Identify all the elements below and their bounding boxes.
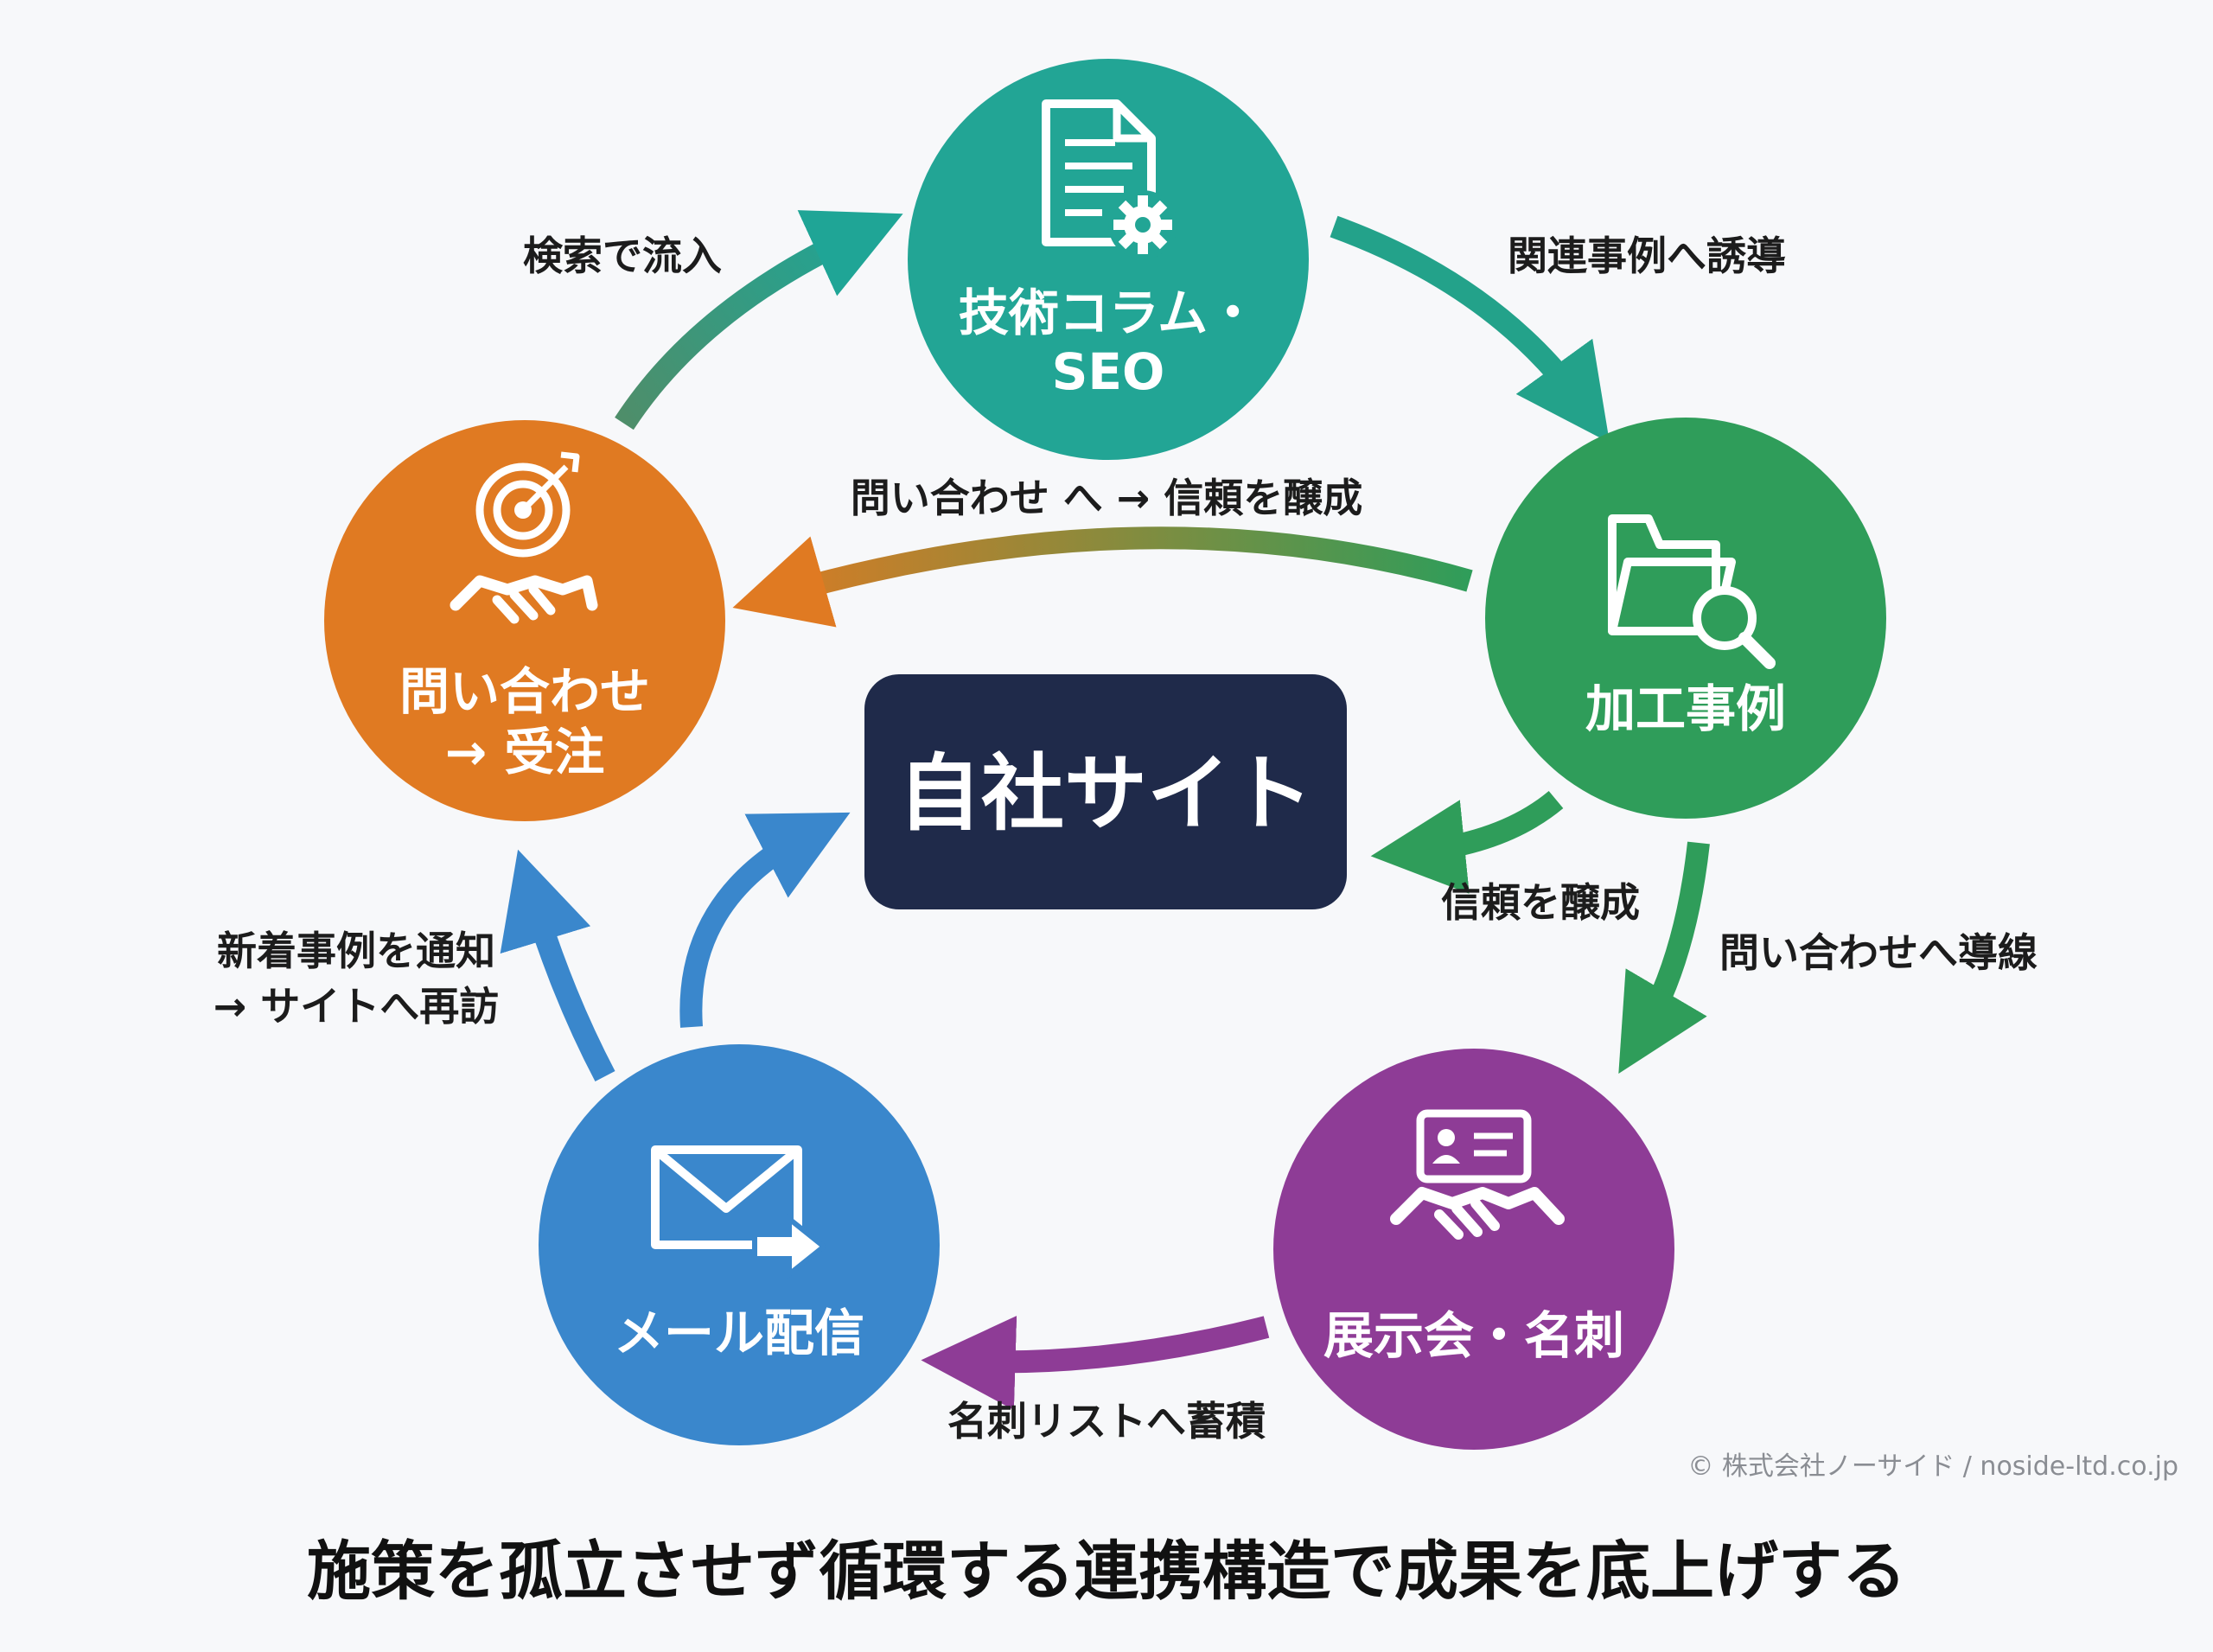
business-card-handshake-icon xyxy=(1390,1109,1565,1240)
flow-label-new-case-notice-1: 新着事例を通知 xyxy=(217,928,495,974)
flow-label-search-inflow: 検索で流入 xyxy=(523,233,722,279)
target-handshake-icon xyxy=(450,451,598,624)
node-inquiry-order-circle xyxy=(324,420,725,821)
hub-site: 自社サイト xyxy=(864,674,1347,909)
node-inquiry-order-label-2: → 受注 xyxy=(445,723,605,781)
arrow-search-inflow xyxy=(615,210,903,431)
hub-label: 自社サイト xyxy=(898,745,1313,842)
arrow-trust-to-inquiry xyxy=(732,526,1473,628)
hub-box xyxy=(864,674,1347,909)
node-technical-column-circle xyxy=(908,59,1309,460)
arrow-to-inquiry-path xyxy=(1618,841,1710,1075)
node-email: メール配信 xyxy=(539,1044,940,1445)
node-processing-cases-label: 加工事例 xyxy=(1585,679,1786,738)
flow-label-card-list: 名刺リストへ蓄積 xyxy=(947,1398,1266,1445)
flow-label-new-case-notice-2: → サイトへ再訪 xyxy=(214,983,500,1030)
folder-search-icon xyxy=(1608,514,1776,669)
arrow-trust-to-hub xyxy=(1370,790,1564,894)
node-expo-cards-circle xyxy=(1273,1049,1674,1450)
flow-label-trust-hub: 信頼を醸成 xyxy=(1441,879,1640,926)
arrow-card-list xyxy=(921,1316,1270,1411)
arrow-mail-to-hub xyxy=(679,812,851,1028)
node-email-label: メール配信 xyxy=(614,1304,864,1362)
node-inquiry-order-label-1: 問い合わせ xyxy=(399,662,650,721)
flow-label-trust-to-inquiry: 問い合わせ へ → 信頼を醸成 xyxy=(851,475,1363,521)
document-gear-icon xyxy=(1042,99,1177,259)
node-processing-cases: 加工事例 xyxy=(1485,418,1886,819)
node-expo-cards: 展示会・名刺 xyxy=(1273,1049,1674,1450)
flow-label-to-cases: 関連事例へ誘導 xyxy=(1508,233,1786,279)
flow-label-to-inquiry-path: 問い合わせへ導線 xyxy=(1719,929,2038,976)
arrow-to-cases xyxy=(1330,215,1610,443)
node-technical-column: 技術コラム・ SEO xyxy=(908,59,1309,460)
node-technical-column-label-2: SEO xyxy=(1052,342,1165,401)
node-expo-cards-label: 展示会・名刺 xyxy=(1323,1306,1624,1365)
envelope-forward-icon xyxy=(651,1145,828,1280)
node-technical-column-label-1: 技術コラム・ xyxy=(959,284,1258,342)
node-processing-cases-circle xyxy=(1485,418,1886,819)
arrow-mail-to-inquiry xyxy=(500,849,615,1082)
copyright-notice: © 株式会社ノーサイド / noside-ltd.co.jp xyxy=(1687,1451,2178,1482)
node-inquiry-order: 問い合わせ → 受注 xyxy=(324,420,725,821)
bottom-caption: 施策を孤立させず循環する連携構造で成果を底上げする xyxy=(307,1534,1906,1609)
